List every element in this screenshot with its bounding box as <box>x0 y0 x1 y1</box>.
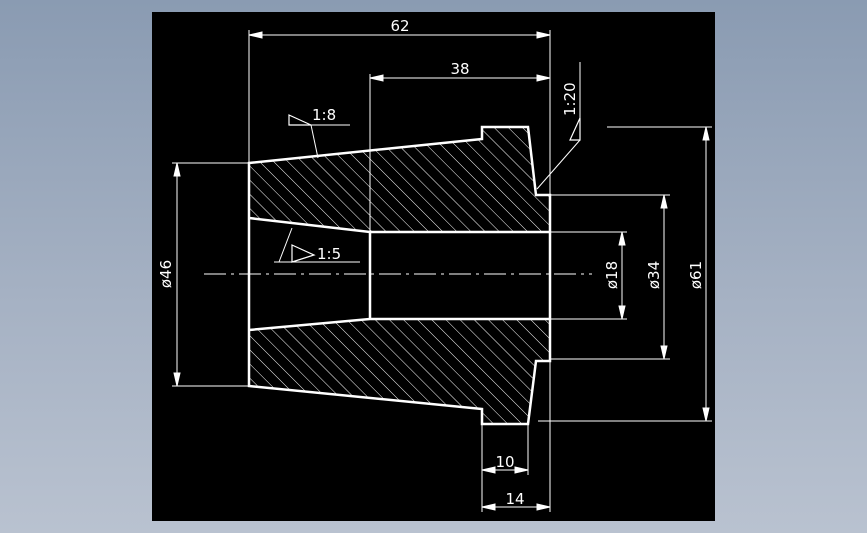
technical-drawing: 62 38 1:8 1:5 1:20 ø46 <box>157 17 712 512</box>
dimension-diameter-bore <box>551 231 627 320</box>
dimension-diameter-large <box>172 162 248 387</box>
dimension-diameter-bore-label: ø18 <box>603 261 621 289</box>
taper-inner-leader <box>274 227 360 263</box>
dimension-bore-depth-label: 38 <box>450 60 469 78</box>
dimension-diameter-flange <box>538 126 712 422</box>
taper-outer-leader <box>288 114 350 159</box>
dimension-diameter-hub <box>551 194 670 360</box>
drawing-canvas: 62 38 1:8 1:5 1:20 ø46 <box>152 12 715 521</box>
taper-outer-label: 1:8 <box>312 106 336 124</box>
dimension-flange-width-label: 10 <box>495 453 514 471</box>
dimension-bore-depth <box>369 74 551 231</box>
dimension-flange-offset-label: 14 <box>505 490 524 508</box>
taper-flange-leader <box>536 62 581 190</box>
lower-section-hatch <box>249 319 550 424</box>
dimension-diameter-large-label: ø46 <box>157 260 175 288</box>
taper-inner-label: 1:5 <box>317 245 341 263</box>
part-outline <box>247 125 552 426</box>
bore-outline <box>248 216 550 332</box>
dimension-flange-offset <box>481 362 551 512</box>
upper-section-hatch <box>249 127 550 232</box>
dimension-flange-width <box>481 425 529 512</box>
taper-flange-label: 1:20 <box>561 82 579 116</box>
dimension-overall-length <box>248 30 551 194</box>
dimension-diameter-hub-label: ø34 <box>645 261 663 289</box>
dimension-diameter-flange-label: ø61 <box>687 261 705 289</box>
dimension-overall-length-label: 62 <box>390 17 409 35</box>
